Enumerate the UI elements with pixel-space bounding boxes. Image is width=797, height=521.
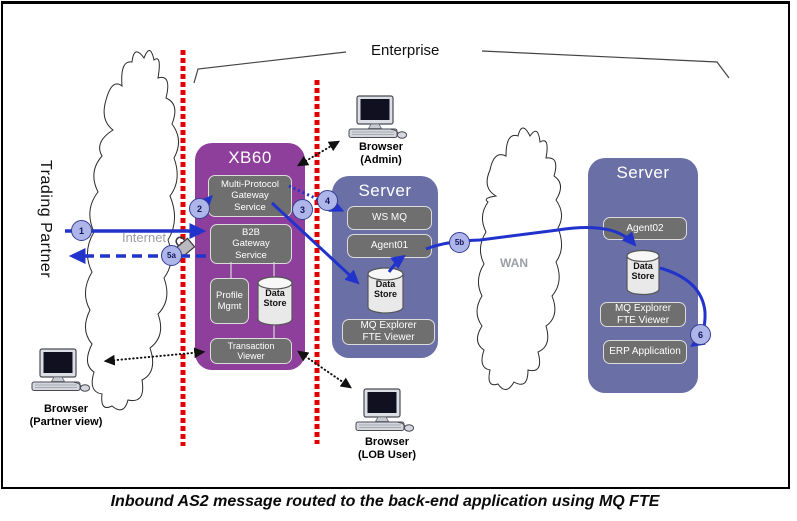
step-badge-2: 2 xyxy=(189,198,210,219)
xb60-data-store-label: Data Store xyxy=(263,288,287,309)
trading-partner-label: Trading Partner xyxy=(37,160,54,279)
enterprise-label: Enterprise xyxy=(371,42,440,59)
ws-mq-box: WS MQ xyxy=(347,206,432,230)
step-badge-3: 3 xyxy=(292,199,313,220)
b2b-gateway-box: B2B Gateway Service xyxy=(210,224,292,264)
mq-explorer-mid-box: MQ Explorer FTE Viewer xyxy=(342,319,435,345)
step-badge-5b: 5b xyxy=(449,232,470,253)
step-badge-6: 6 xyxy=(690,324,711,345)
step-badge-4: 4 xyxy=(317,190,338,211)
server-right-title: Server xyxy=(616,163,670,182)
mq-explorer-right-box: MQ Explorer FTE Viewer xyxy=(600,302,686,327)
browser-partner-label: Browser (Partner view) xyxy=(29,403,103,428)
xb60-title: XB60 xyxy=(228,148,272,167)
right-data-store-label: Data Store xyxy=(631,261,655,282)
mid-data-store-label: Data Store xyxy=(373,279,397,300)
profile-mgmt-box: Profile Mgmt xyxy=(210,278,249,324)
browser-admin-label: Browser (Admin) xyxy=(358,141,404,166)
multi-protocol-gateway-box: Multi-Protocol Gateway Service xyxy=(208,175,292,217)
browser-lob-label: Browser (LOB User) xyxy=(357,436,417,461)
diagram-frame xyxy=(1,1,790,489)
internet-label: Internet xyxy=(121,230,167,245)
step-badge-5a: 5a xyxy=(161,245,182,266)
transaction-viewer-box: Transaction Viewer xyxy=(210,338,292,364)
server-mid-title: Server xyxy=(358,181,412,200)
caption: Inbound AS2 message routed to the back-e… xyxy=(110,493,660,510)
agent01-box: Agent01 xyxy=(347,234,432,258)
wan-label: WAN xyxy=(500,256,528,270)
step-badge-1: 1 xyxy=(71,220,92,241)
agent02-box: Agent02 xyxy=(603,217,687,240)
erp-application-box: ERP Application xyxy=(603,340,687,364)
